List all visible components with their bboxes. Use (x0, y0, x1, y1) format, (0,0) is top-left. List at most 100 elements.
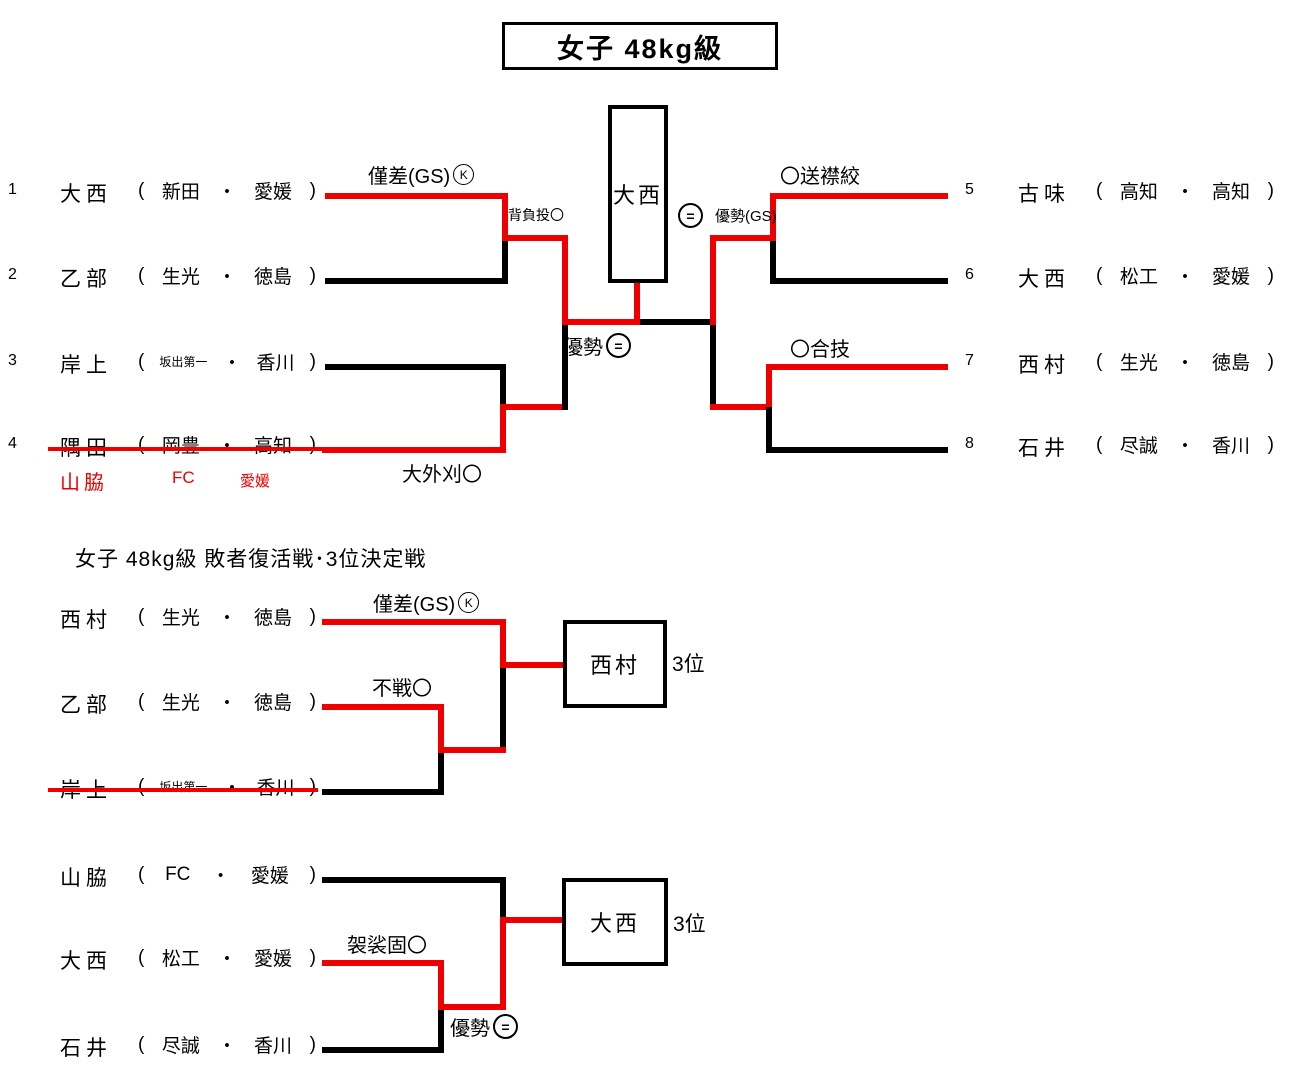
affiliation: (坂出第一・香川) (138, 774, 316, 800)
annotation-semifinal-left: 背負投〇 (508, 207, 564, 223)
paren-close: ) (309, 1033, 316, 1055)
annotation-final: 優勢 = (563, 331, 631, 360)
dot-separator: ・ (222, 353, 242, 374)
repB-semi-loser (438, 1007, 444, 1053)
dot-separator: ・ (1175, 436, 1195, 457)
winner78-exit (710, 404, 772, 410)
club: 岡豊 (162, 431, 200, 458)
entry-row-3: 3 岸上 (坂出第一・香川) (0, 349, 1297, 378)
annotation-repB-final: 袈裟固〇 (347, 935, 427, 957)
junction12-winner (502, 193, 508, 241)
repA-semi-exit (438, 747, 506, 753)
repA-row-3-struck: 岸上 (坂出第一・香川) (0, 774, 1297, 803)
technique-label: 優勢 (450, 1018, 490, 1040)
technique-label: 僅差(GS) (373, 594, 456, 616)
affiliation: (尽誠・香川) (138, 1032, 316, 1058)
repA-semi-winner (438, 704, 444, 753)
paren-close: ) (309, 433, 316, 455)
third-place-box-A: 西村 (563, 620, 667, 708)
affiliation: (生光・徳島) (138, 604, 316, 630)
prefecture: 香川 (1212, 436, 1251, 457)
technique-label: 僅差(GS) (368, 166, 451, 188)
line-entry5 (770, 193, 948, 199)
annotation-match78: 〇合技 (790, 339, 850, 361)
circled-k-icon: K (458, 592, 480, 613)
dot-separator: ・ (217, 431, 236, 458)
winner34-exit (500, 404, 568, 410)
repB-final-winner (500, 920, 506, 1010)
paren-close: ) (309, 775, 316, 797)
dot-separator: ・ (217, 1036, 237, 1057)
club: 尽誠 (161, 1036, 200, 1057)
club: 生光 (1119, 353, 1158, 374)
prefecture: 高知 (254, 431, 292, 458)
technique-label: 優勢 (563, 337, 603, 359)
annotation-match12: 僅差(GS) K (368, 160, 475, 189)
semifinal-left-winner (562, 235, 568, 325)
paren-close: ) (1267, 350, 1274, 372)
club: 高知 (1119, 182, 1158, 203)
seed-number: 1 (8, 181, 17, 198)
line-entry2 (325, 278, 508, 284)
circled-equals-icon: = (606, 333, 631, 358)
affiliation: (高知・高知) (1096, 178, 1274, 204)
repA-row-2: 乙部 (生光・徳島) (0, 689, 1297, 718)
dot-separator: ・ (217, 182, 237, 203)
paren-open: ( (138, 863, 145, 885)
paren-close: ) (309, 690, 316, 712)
prefecture: 香川 (256, 353, 295, 374)
semifinal-left-loser (562, 325, 568, 410)
semifinal-right-winner (710, 235, 716, 325)
competitor-name: 乙部 (60, 268, 112, 291)
dot-separator: ・ (217, 267, 237, 288)
repA-strikethrough (48, 788, 318, 792)
club: 生光 (161, 608, 200, 629)
competitor-name: 石井 (1018, 437, 1070, 460)
page-title: 女子 48kg級 (556, 33, 724, 64)
prefecture: 愛媛 (254, 182, 293, 203)
competitor-name: 西村 (60, 609, 112, 632)
repA-line1 (322, 619, 506, 625)
place-label: 3位 (672, 653, 705, 676)
repA-semi-loser (438, 750, 444, 795)
junction78-winner (766, 364, 772, 410)
competitor-name: 大西 (60, 183, 112, 206)
line-entry4 (322, 447, 506, 453)
entry-row-4-struck: 4 隅田 (岡豊・高知) (0, 431, 1297, 461)
repB-semi-winner (438, 960, 444, 1010)
entry-row-6: 6 大西 (松工・愛媛) (0, 263, 1297, 292)
champion-stub (634, 283, 640, 325)
prefecture: 徳島 (254, 693, 293, 714)
repB-semi-exit (438, 1004, 506, 1010)
club: 松工 (1119, 267, 1158, 288)
seed-number: 5 (965, 181, 974, 198)
paren-close: ) (309, 350, 316, 372)
repA-line3 (322, 789, 444, 795)
club: 坂出第一 (159, 355, 208, 369)
paren-open: ( (138, 433, 145, 455)
club: 生光 (161, 693, 200, 714)
prefecture: 愛媛 (254, 949, 293, 970)
paren-open: ( (138, 946, 145, 968)
final-line-loser (640, 319, 716, 325)
repA-line2 (322, 704, 444, 710)
paren-open: ( (1096, 264, 1103, 286)
competitor-name: 石井 (60, 1037, 112, 1060)
club: 松工 (161, 949, 200, 970)
competitor-name: 山脇 (60, 867, 112, 890)
winner12-exit (502, 235, 568, 241)
line-entry3 (325, 364, 506, 370)
entry-row-5: 5 古味 (高知・高知) (0, 178, 1297, 207)
third-place-winner: 大西 (589, 911, 640, 936)
affiliation: (新田・愛媛) (138, 178, 316, 204)
competitor-name: 岸上 (60, 354, 112, 377)
prefecture: 高知 (1212, 182, 1251, 203)
paren-open: ( (138, 605, 145, 627)
line-entry7 (766, 364, 948, 370)
prefecture: 香川 (254, 1036, 293, 1057)
winner56-exit (710, 235, 776, 241)
circled-equals-icon: = (678, 203, 703, 228)
paren-open: ( (138, 690, 145, 712)
club: 尽誠 (1119, 436, 1158, 457)
